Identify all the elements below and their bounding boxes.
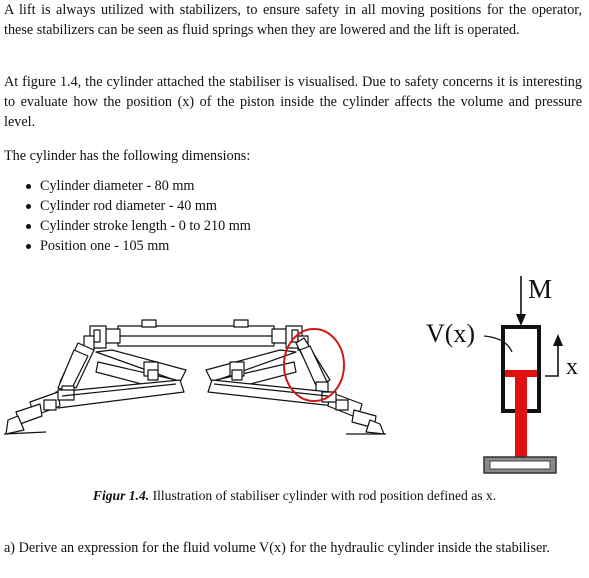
figure-caption: Figur 1.4. Illustration of stabiliser cy… bbox=[0, 488, 589, 504]
cylinder-schematic bbox=[483, 276, 563, 474]
list-item: Cylinder stroke length - 0 to 210 mm bbox=[26, 216, 251, 236]
stabiliser-figure: M V(x) x bbox=[3, 274, 578, 474]
position-label: x bbox=[566, 354, 578, 380]
list-item: Cylinder diameter - 80 mm bbox=[26, 176, 251, 196]
list-item: Position one - 105 mm bbox=[26, 236, 251, 256]
intro-paragraph: A lift is always utilized with stabilize… bbox=[4, 2, 582, 38]
question-paragraph: a) Derive an expression for the fluid vo… bbox=[4, 540, 550, 556]
figure-reference-paragraph: At figure 1.4, the cylinder attached the… bbox=[4, 74, 582, 130]
list-item: Cylinder rod diameter - 40 mm bbox=[26, 196, 251, 216]
dimensions-intro: The cylinder has the following dimension… bbox=[4, 148, 251, 164]
highlight-circle bbox=[283, 328, 345, 402]
caption-text: Illustration of stabiliser cylinder with… bbox=[152, 488, 497, 503]
dimensions-list: Cylinder diameter - 80 mm Cylinder rod d… bbox=[26, 176, 251, 256]
caption-label: Figur 1.4. bbox=[92, 488, 150, 503]
volume-label: V(x) bbox=[426, 319, 475, 348]
mass-label: M bbox=[528, 274, 552, 304]
lift-stabiliser-drawing bbox=[3, 319, 386, 435]
